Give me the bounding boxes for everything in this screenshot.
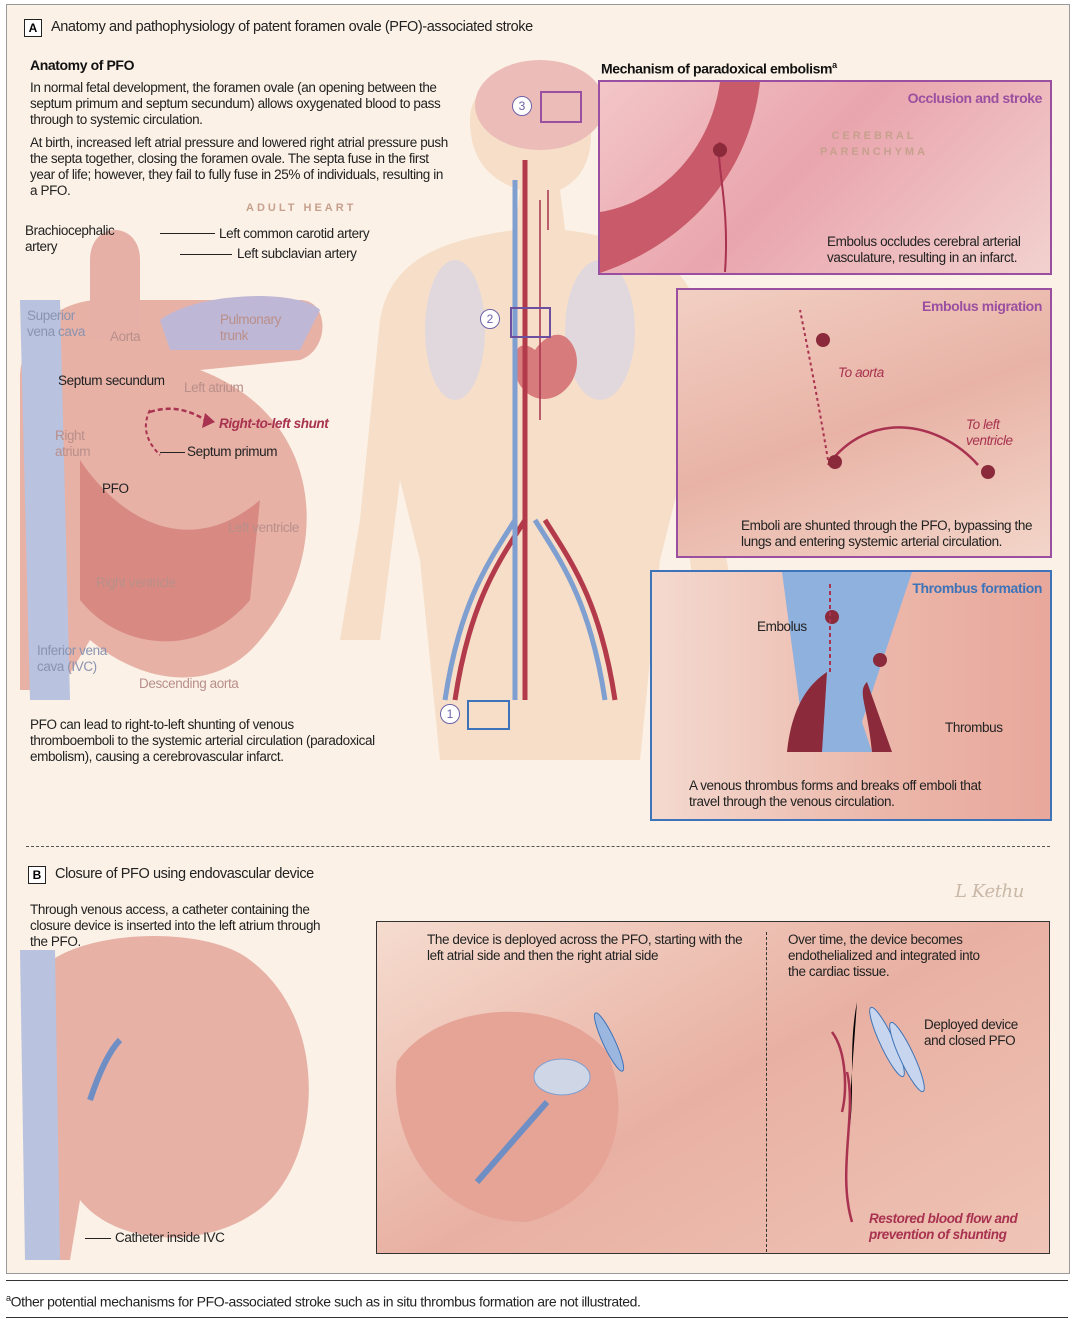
label-left-ventricle: Left ventricle [228, 520, 299, 535]
adult-heart-illustration [20, 230, 323, 700]
inset-title: Occlusion and stroke [907, 90, 1043, 106]
inset-title: Thrombus formation [912, 580, 1042, 596]
section-b-badge: B [28, 866, 46, 884]
section-a-badge: A [24, 19, 42, 37]
section-a-title: Anatomy and pathophysiology of patent fo… [51, 19, 533, 35]
deployed-device-label: Deployed device and closed PFO [924, 1017, 1018, 1048]
inset-caption: A venous thrombus forms and breaks off e… [689, 778, 981, 809]
cerebral-parenchyma-label: CEREBRAL PARENCHYMA [820, 130, 929, 158]
catheter-label: Catheter inside IVC [115, 1230, 225, 1245]
anatomy-paragraph-1: In normal fetal development, the foramen… [30, 80, 441, 127]
label-left-atrium: Left atrium [184, 380, 244, 395]
label-left-subclavian: Left subclavian artery [237, 246, 357, 261]
closure-panel: The device is deployed across the PFO, s… [376, 921, 1050, 1254]
section-b-title: Closure of PFO using endovascular device [55, 866, 314, 882]
step-divider [766, 932, 767, 1252]
label-pfo: PFO [102, 481, 129, 496]
label-right-ventricle: Right ventricle [96, 575, 176, 590]
marker-3: 3 [512, 96, 532, 116]
label-left-common-carotid: Left common carotid artery [219, 226, 370, 241]
artist-signature: L Kethu [955, 881, 1024, 902]
marker-3-box [540, 91, 582, 123]
inset-occlusion-stroke: Occlusion and stroke CEREBRAL PARENCHYMA… [598, 80, 1052, 275]
section-b-heart [20, 936, 309, 1260]
body-silhouette [340, 60, 740, 760]
inset-caption: Emboli are shunted through the PFO, bypa… [741, 518, 1033, 549]
step1-text: The device is deployed across the PFO, s… [427, 932, 743, 963]
inset-caption: Embolus occludes cerebral arterial vascu… [827, 234, 1021, 265]
label-pulmonary-trunk: Pulmonary trunk [220, 312, 281, 343]
adult-heart-label: ADULT HEART [246, 202, 357, 214]
marker-1: 1 [440, 704, 460, 724]
marker-1-box [467, 700, 510, 730]
label-descending-aorta: Descending aorta [139, 676, 239, 691]
mechanism-heading: Mechanism of paradoxical embolisma [601, 60, 837, 77]
label-septum-secundum: Septum secundum [58, 373, 165, 388]
label-septum-primum: Septum primum [187, 444, 278, 459]
to-aorta-label: To aorta [838, 365, 884, 380]
marker-2-box [510, 307, 551, 338]
footnote: aOther potential mechanisms for PFO-asso… [6, 1293, 641, 1310]
label-inferior-vena-cava: Inferior vena cava (IVC) [37, 643, 107, 674]
marker-2: 2 [480, 309, 500, 329]
label-right-atrium: Right atrium [55, 428, 91, 459]
anatomy-paragraph-2: At birth, increased left atrial pressure… [30, 135, 448, 198]
label-right-to-left-shunt: Right-to-left shunt [219, 416, 329, 431]
section-b-intro: Through venous access, a catheter contai… [30, 902, 321, 949]
anatomy-caption: PFO can lead to right-to-left shunting o… [30, 717, 375, 764]
embolus-label: Embolus [757, 619, 807, 634]
inset-embolus-migration: Embolus migration To aorta To left ventr… [676, 288, 1052, 558]
restored-flow-label: Restored blood flow and prevention of sh… [869, 1211, 1018, 1242]
step2-text: Over time, the device becomes endothelia… [788, 932, 980, 979]
inset-thrombus-formation: Thrombus formation Embolus Thrombus A ve… [650, 570, 1052, 821]
thrombus-label: Thrombus [945, 720, 1003, 735]
to-left-ventricle-label: To left ventricle [966, 417, 1013, 448]
section-divider [26, 846, 1050, 847]
inset-title: Embolus migration [922, 298, 1042, 314]
label-brachiocephalic: Brachiocephalic artery [25, 223, 115, 254]
anatomy-heading: Anatomy of PFO [30, 57, 135, 73]
label-superior-vena-cava: Superior vena cava [27, 308, 85, 339]
label-aorta: Aorta [110, 329, 141, 344]
